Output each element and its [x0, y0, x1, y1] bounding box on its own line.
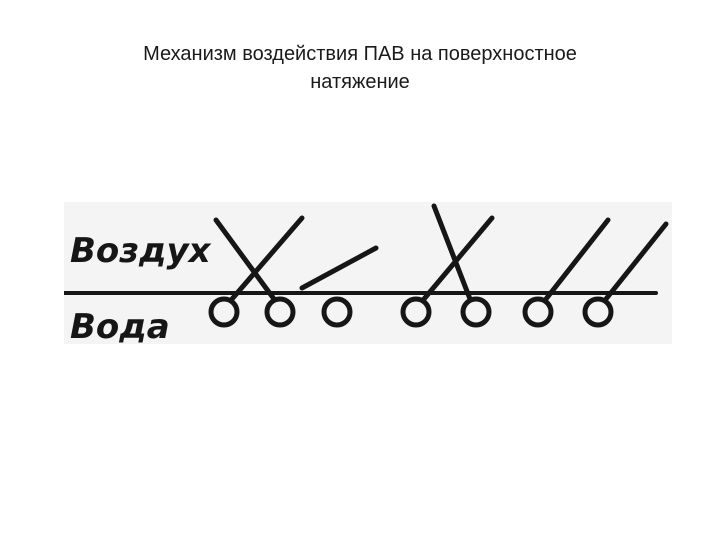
slide-title: Механизм воздействия ПАВ на поверхностно…	[60, 40, 660, 96]
surfactant-diagram: Воздух Вода	[64, 202, 672, 344]
air-label: Воздух	[70, 231, 212, 271]
surfactant-molecule	[522, 217, 611, 328]
hydrocarbon-tail	[421, 215, 495, 302]
hydrocarbon-tail	[213, 217, 277, 302]
water-label: Вода	[70, 307, 170, 344]
polar-head	[400, 296, 432, 328]
surfactant-molecule	[400, 215, 495, 328]
hydrocarbon-tail	[299, 245, 379, 291]
surfactant-molecule	[208, 215, 305, 328]
surfactant-molecule	[431, 203, 492, 328]
surfactant-molecule	[299, 245, 379, 328]
polar-head	[460, 296, 492, 328]
polar-head	[522, 296, 554, 328]
surfactant-molecule	[213, 217, 296, 328]
surfactant-diagram-svg: Воздух Вода	[64, 203, 669, 344]
polar-head	[208, 296, 240, 328]
slide-title-line-1: Механизм воздействия ПАВ на поверхностно…	[143, 43, 577, 65]
hydrocarbon-tail	[603, 221, 669, 302]
hydrocarbon-tail	[229, 215, 305, 302]
polar-head	[321, 296, 353, 328]
slide-title-line-2: натяжение	[310, 71, 410, 93]
hydrocarbon-tail	[543, 217, 611, 302]
hydrocarbon-tail	[431, 203, 473, 302]
surfactant-molecule	[582, 221, 669, 328]
polar-head	[264, 296, 296, 328]
surfactant-molecules	[208, 203, 669, 328]
polar-head	[582, 296, 614, 328]
